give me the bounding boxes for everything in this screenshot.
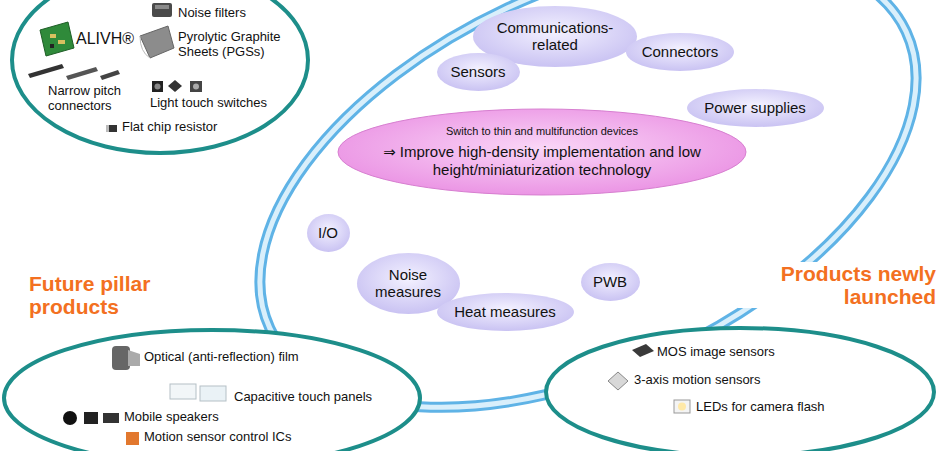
product-label: Pyrolytic Graphite Sheets (PGSs) <box>178 30 290 60</box>
image-sensor-icon <box>632 344 654 357</box>
group-outline <box>546 328 934 451</box>
group-ground <box>12 0 308 153</box>
category-bubble: I/O <box>307 214 350 252</box>
product-group-ellipse: Future pillar productsOptical (anti-refl… <box>2 328 422 451</box>
switch-icon <box>152 80 202 92</box>
product-label: Narrow pitch connectors <box>48 84 138 114</box>
bubble-shape <box>581 263 640 301</box>
product-group-ellipse: Products newly launchedMOS image sensors… <box>544 326 936 451</box>
product-label: Flat chip resistor <box>122 120 217 135</box>
chip-resistor-icon <box>106 125 117 132</box>
category-label: Power supplies <box>704 99 806 116</box>
product-label: Capacitive touch panels <box>234 390 372 405</box>
graphite-sheet-icon <box>140 26 174 58</box>
group-heading: Future pillar products <box>26 272 207 318</box>
alivh-board-icon <box>40 22 74 56</box>
bubble-shape <box>437 53 520 91</box>
category-bubble: PWB <box>581 263 640 301</box>
category-label: Connectors <box>642 43 719 60</box>
core-theme-ellipse: Switch to thin and multifunction devices… <box>337 108 747 196</box>
category-label: Sensors <box>450 63 505 80</box>
film-roll-icon <box>112 346 140 370</box>
speaker-icon <box>63 411 119 425</box>
category-bubble: Connectors <box>626 33 734 71</box>
category-label: I/O <box>318 224 338 241</box>
group-ground <box>4 330 420 451</box>
group-outline <box>12 0 308 153</box>
product-label: Noise filters <box>178 6 246 21</box>
group-heading: Products newly launched <box>738 262 939 308</box>
product-label: MOS image sensors <box>657 345 775 360</box>
motion-sensor-icon <box>608 372 628 390</box>
group-ground <box>546 328 934 451</box>
bubble-shape <box>307 214 350 252</box>
category-label: Heat measures <box>454 303 556 320</box>
control-ic-icon <box>126 432 139 445</box>
product-label: Motion sensor control ICs <box>144 430 291 445</box>
bubble-shape <box>626 33 734 71</box>
product-label: LEDs for camera flash <box>696 400 825 415</box>
product-label: Mobile speakers <box>124 410 219 425</box>
product-group-ellipse: Noise filtersALIVH® Pyrolytic Graphite Sh… <box>10 0 310 155</box>
category-bubble: Power supplies <box>687 89 824 127</box>
product-label: ALIVH® <box>76 30 134 48</box>
product-label: 3-axis motion sensors <box>634 373 760 388</box>
touch-panel-icon <box>170 384 226 401</box>
connector-icon <box>28 64 120 80</box>
category-label: Noise measures <box>372 266 444 301</box>
led-icon <box>674 400 690 413</box>
group-outline <box>4 330 420 451</box>
bubble-shape <box>687 89 824 127</box>
bubble-shape <box>437 293 574 331</box>
product-label: Optical (anti-reflection) film <box>144 350 299 365</box>
category-bubble: Sensors <box>437 53 520 91</box>
category-label: Communications- related <box>493 19 618 54</box>
category-bubble: Heat measures <box>437 293 574 331</box>
theme-statement: ⇒ Improve high-density implementation an… <box>377 143 707 179</box>
theme-ellipse <box>338 109 746 195</box>
theme-caption: Switch to thin and multifunction devices <box>377 125 707 138</box>
category-label: PWB <box>593 273 627 290</box>
product-label: Light touch switches <box>150 96 267 111</box>
noise-filter-icon <box>152 3 172 17</box>
